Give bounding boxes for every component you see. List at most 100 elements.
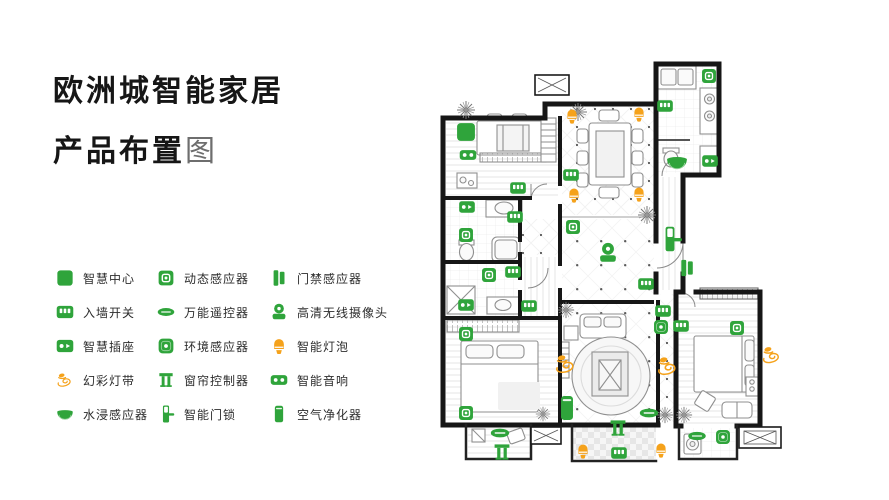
window-bottom-left	[530, 426, 562, 445]
plan-icon-wall-switch	[638, 276, 655, 293]
plan-icon-water-sensor	[666, 151, 689, 174]
plan-icon-socket	[459, 199, 476, 216]
window-top	[534, 74, 570, 96]
furniture	[446, 65, 759, 455]
plan-icon-bulb	[566, 187, 583, 204]
legend-item-camera: 高清无线摄像头	[270, 295, 388, 329]
legend-item-socket: 智慧插座	[56, 329, 157, 363]
plan-icon-wall-switch	[657, 98, 674, 115]
legend-item-label: 智能灯泡	[297, 339, 350, 354]
plan-icon-motion-sensor	[458, 405, 475, 422]
plan-icon-remote	[639, 403, 659, 423]
title-line2-main: 产品布置	[53, 135, 185, 168]
legend: 智慧中心入墙开关智慧插座幻彩灯带水浸感应器动态感应器万能遥控器环境感应器窗帘控制…	[56, 261, 388, 431]
plan-icon-wall-switch	[505, 264, 522, 281]
plan-icon-wall-switch	[673, 318, 690, 335]
floor-plan	[440, 50, 889, 480]
camera-icon	[270, 303, 288, 321]
plan-icon-motion-sensor	[481, 267, 498, 284]
plan-icon-curtain-controller	[492, 442, 512, 462]
legend-item-label: 入墙开关	[83, 305, 136, 320]
plan-icon-motion-sensor	[458, 227, 475, 244]
legend-item-label: 水浸感应器	[83, 407, 149, 422]
title-line2: 产品布置图	[53, 126, 284, 170]
plan-icon-access-sensor	[678, 259, 697, 278]
hub-icon	[56, 269, 74, 287]
plan-icon-curtain-controller	[608, 418, 628, 438]
legend-item-curtain-controller: 窗帘控制器	[157, 363, 270, 397]
purifier-icon	[270, 405, 288, 423]
plan-icon-motion-sensor	[701, 68, 718, 85]
legend-item-label: 幻彩灯带	[83, 373, 136, 388]
plan-icon-door-lock	[657, 226, 683, 252]
floor-plan-drawing	[440, 61, 782, 463]
title-line2-tail: 图	[185, 135, 218, 168]
plan-icon-wall-switch	[563, 167, 580, 184]
plan-icon-wall-switch	[507, 209, 524, 226]
legend-item-speaker: 智能音响	[270, 363, 388, 397]
plan-icon-light-strip	[761, 344, 783, 366]
window-bottom-right	[738, 426, 782, 449]
legend-item-wall-switch: 入墙开关	[56, 295, 157, 329]
plan-icon-socket	[458, 297, 475, 314]
plan-icon-bulb	[564, 108, 581, 125]
motion-sensor-icon	[157, 269, 175, 287]
title-line1: 欧洲城智能家居	[53, 75, 284, 108]
plan-icon-motion-sensor	[458, 326, 475, 343]
legend-item-label: 智能门锁	[184, 407, 237, 422]
legend-item-label: 空气净化器	[297, 407, 363, 422]
legend-item-label: 动态感应器	[184, 271, 250, 286]
legend-item-remote: 万能遥控器	[157, 295, 270, 329]
plan-icon-remote	[688, 427, 707, 446]
poster-title: 欧洲城智能家居 产品布置图	[53, 66, 284, 170]
legend-item-access-sensor: 门禁感应器	[270, 261, 388, 295]
legend-column-1: 智慧中心入墙开关智慧插座幻彩灯带水浸感应器	[56, 261, 157, 431]
plan-icon-bulb	[631, 186, 648, 203]
legend-item-bulb: 智能灯泡	[270, 329, 388, 363]
wall-switch-icon	[56, 303, 74, 321]
access-sensor-icon	[270, 269, 288, 287]
plan-icon-remote	[490, 423, 510, 443]
plan-icon-bulb	[575, 443, 592, 460]
legend-item-env-sensor: 环境感应器	[157, 329, 270, 363]
plan-icon-light-strip	[656, 354, 680, 378]
plan-icon-wall-switch	[521, 298, 538, 315]
plan-icon-speaker	[459, 146, 477, 164]
water-sensor-icon	[56, 405, 74, 423]
plan-icon-camera	[597, 242, 619, 264]
legend-item-door-lock: 智能门锁	[157, 397, 270, 431]
plan-icon-wall-switch	[510, 180, 527, 197]
door-lock-icon	[157, 405, 175, 423]
plan-icon-bulb	[653, 442, 670, 459]
bulb-icon	[270, 337, 288, 355]
plan-icon-hub	[456, 122, 477, 143]
legend-item-purifier: 空气净化器	[270, 397, 388, 431]
plan-icon-layer	[440, 50, 889, 480]
plan-icon-socket	[702, 153, 719, 170]
light-strip-icon	[56, 371, 74, 389]
walls	[440, 61, 763, 463]
legend-item-label: 门禁感应器	[297, 271, 363, 286]
plan-icon-wall-switch	[655, 303, 672, 320]
plan-icon-motion-sensor	[565, 219, 582, 236]
legend-item-label: 万能遥控器	[184, 305, 250, 320]
plan-icon-wall-switch	[611, 445, 628, 462]
legend-item-label: 环境感应器	[184, 339, 250, 354]
legend-item-water-sensor: 水浸感应器	[56, 397, 157, 431]
plan-icon-light-strip	[554, 352, 578, 376]
legend-column-3: 门禁感应器高清无线摄像头智能灯泡智能音响空气净化器	[270, 261, 388, 431]
curtain-controller-icon	[157, 371, 175, 389]
plan-icon-env-sensor	[715, 429, 732, 446]
plan-icon-env-sensor	[653, 319, 670, 336]
plan-icon-motion-sensor	[729, 320, 746, 337]
windows	[530, 74, 782, 449]
legend-item-label: 智能音响	[297, 373, 350, 388]
env-sensor-icon	[157, 337, 175, 355]
plan-icon-purifier	[554, 395, 580, 421]
legend-column-2: 动态感应器万能遥控器环境感应器窗帘控制器智能门锁	[157, 261, 270, 431]
legend-item-label: 窗帘控制器	[184, 373, 250, 388]
speaker-icon	[270, 371, 288, 389]
legend-item-label: 智慧中心	[83, 271, 136, 286]
socket-icon	[56, 337, 74, 355]
